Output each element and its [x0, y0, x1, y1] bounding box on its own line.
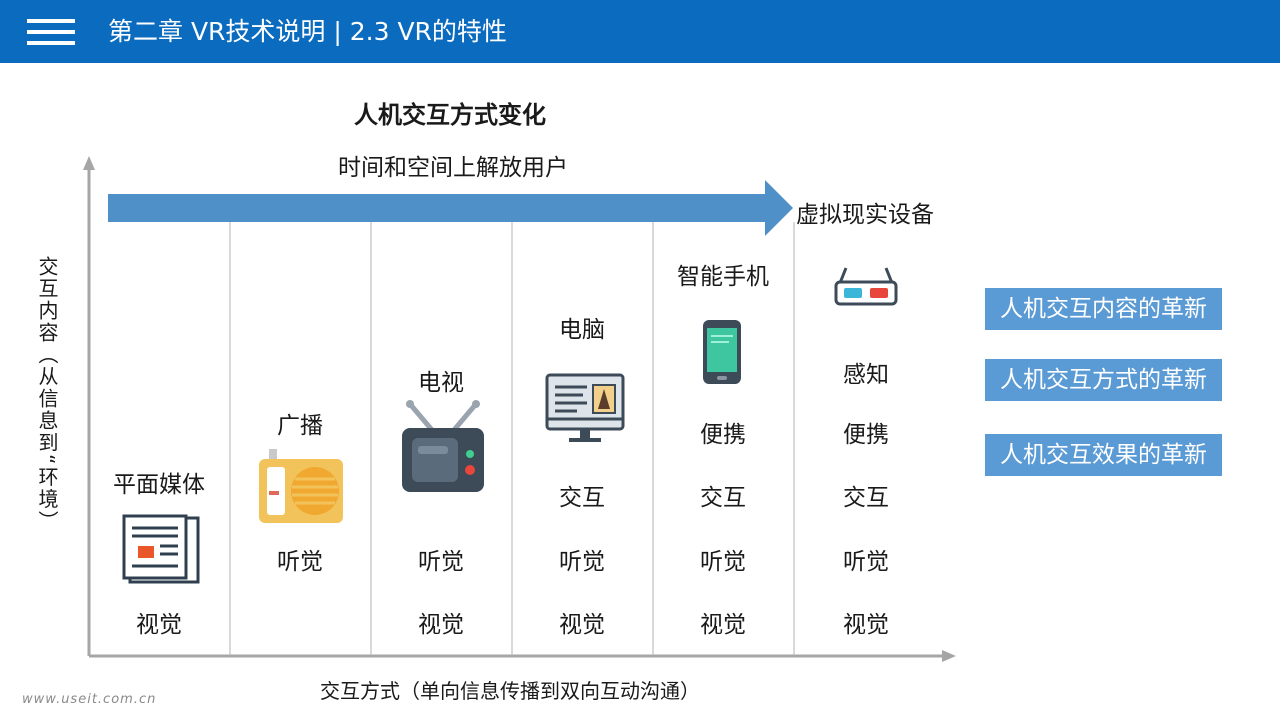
header-bar: 第二章 VR技术说明 | 2.3 VR的特性 — [0, 0, 1280, 63]
column-label-computer: 电脑 — [559, 317, 605, 343]
feature-interaction: 交互 — [559, 485, 605, 511]
axes — [83, 156, 956, 662]
badge-content-innovation: 人机交互内容的革新 — [985, 288, 1222, 330]
column-label-radio: 广播 — [277, 413, 323, 439]
diagram-title: 人机交互方式变化 — [354, 101, 546, 129]
badge-effect-innovation: 人机交互效果的革新 — [985, 434, 1222, 476]
feature-interaction: 交互 — [843, 485, 889, 511]
diagram-subtitle: 时间和空间上解放用户 — [338, 155, 568, 181]
feature-vision: 视觉 — [418, 612, 464, 638]
feature-portable: 便携 — [700, 422, 746, 448]
progress-arrow — [108, 180, 793, 236]
feature-hearing: 听觉 — [559, 549, 605, 575]
tv-icon — [402, 400, 484, 492]
header-title: 第二章 VR技术说明 | 2.3 VR的特性 — [108, 17, 507, 46]
column-label-print-media: 平面媒体 — [113, 472, 205, 498]
feature-vision: 视觉 — [700, 612, 746, 638]
menu-icon[interactable] — [27, 19, 75, 45]
smartphone-icon — [703, 320, 741, 384]
feature-vision: 视觉 — [843, 612, 889, 638]
column-label-perception: 感知 — [843, 362, 889, 388]
feature-hearing: 听觉 — [843, 549, 889, 575]
y-axis-label: 交互内容（从信息到“环境） — [35, 256, 59, 533]
feature-hearing: 听觉 — [418, 549, 464, 575]
feature-vision: 视觉 — [136, 612, 182, 638]
feature-vision: 视觉 — [559, 612, 605, 638]
feature-hearing: 听觉 — [277, 549, 323, 575]
feature-interaction: 交互 — [700, 485, 746, 511]
watermark: www.useit.com.cn — [22, 692, 157, 707]
feature-portable: 便携 — [843, 422, 889, 448]
column-dividers — [229, 222, 795, 656]
column-label-smartphone: 智能手机 — [677, 264, 769, 290]
x-axis-label: 交互方式（单向信息传播到双向互动沟通） — [320, 679, 700, 703]
radio-icon — [259, 449, 343, 523]
column-label-tv: 电视 — [418, 370, 464, 396]
badge-method-innovation: 人机交互方式的革新 — [985, 359, 1222, 401]
computer-icon — [545, 373, 625, 442]
3d-glasses-icon — [834, 267, 898, 306]
newspaper-icon — [122, 514, 200, 584]
arrow-label: 虚拟现实设备 — [796, 202, 934, 228]
feature-hearing: 听觉 — [700, 549, 746, 575]
